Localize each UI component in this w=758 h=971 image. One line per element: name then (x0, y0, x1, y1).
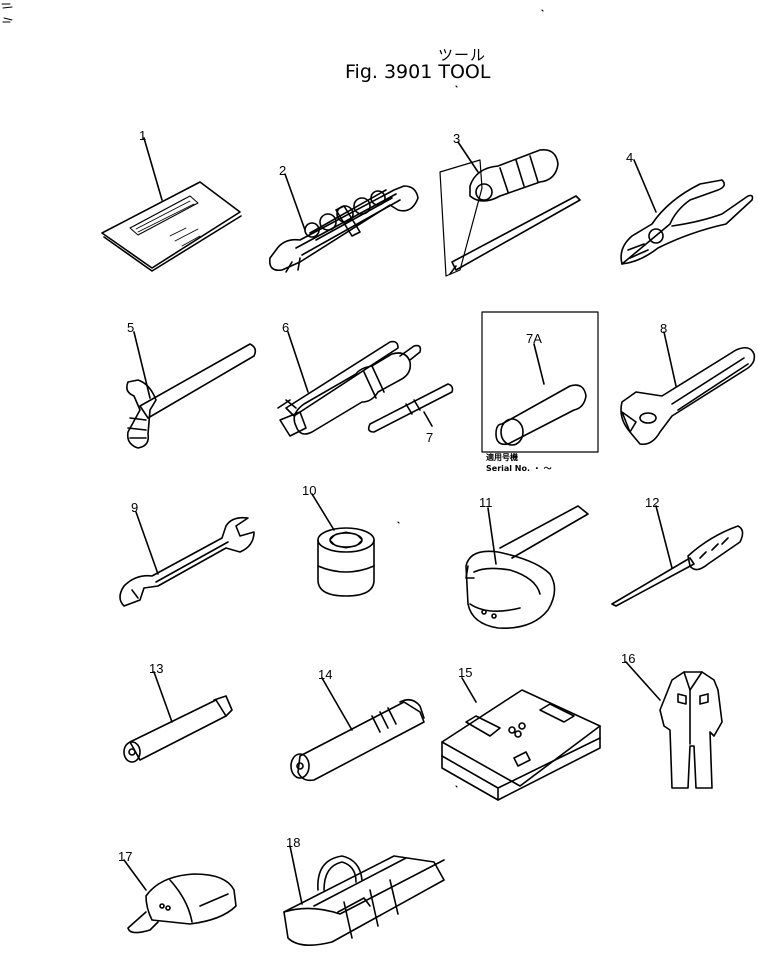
part-number-4: 4 (626, 150, 634, 165)
part-number-11: 11 (479, 495, 493, 510)
part-number-6: 6 (282, 320, 290, 335)
coverall-icon (625, 661, 723, 789)
cartridge-icon (481, 311, 599, 453)
nozzle-icon (367, 383, 454, 433)
socket-icon (311, 493, 375, 597)
manual-icon (101, 137, 242, 272)
extension-bar-icon (123, 671, 233, 763)
part-number-17: 17 (118, 849, 133, 864)
filter-wrench-icon (465, 505, 589, 629)
gauge-icon (611, 505, 744, 607)
part-number-2: 2 (279, 163, 287, 178)
figure-title-ja: ツール (438, 46, 487, 64)
serial-label-ja: 適用号機 (486, 453, 518, 462)
figure-title: Fig. 3901 TOOL (345, 61, 491, 83)
spanner-icon (119, 511, 255, 607)
adjustable-wrench-icon (620, 331, 756, 446)
socket-wrench-icon (290, 677, 425, 782)
scan-speck-icon (397, 9, 544, 788)
screwdriver-icon (439, 141, 581, 277)
serial-label: Serial No. ・ ～ (486, 464, 552, 473)
tool-bag-icon (283, 845, 445, 946)
cap-icon (123, 859, 237, 934)
part-number-15: 15 (458, 665, 473, 680)
part-number-7: 7 (426, 430, 434, 445)
part-number-5: 5 (127, 320, 135, 335)
hammer-icon (126, 331, 257, 449)
part-number-1: 1 (139, 128, 147, 143)
part-number-3: 3 (453, 131, 461, 146)
grease-gun-icon (277, 331, 422, 437)
part-number-13: 13 (149, 661, 164, 676)
scan-mark-icon (1, 3, 13, 23)
part-number-8: 8 (660, 321, 668, 336)
part-number-7a: 7A (526, 331, 542, 346)
part-number-16: 16 (621, 651, 636, 666)
wrench-set-icon (268, 173, 419, 273)
part-number-9: 9 (131, 500, 139, 515)
tool-box-icon (441, 677, 601, 801)
pliers-icon (620, 159, 754, 265)
